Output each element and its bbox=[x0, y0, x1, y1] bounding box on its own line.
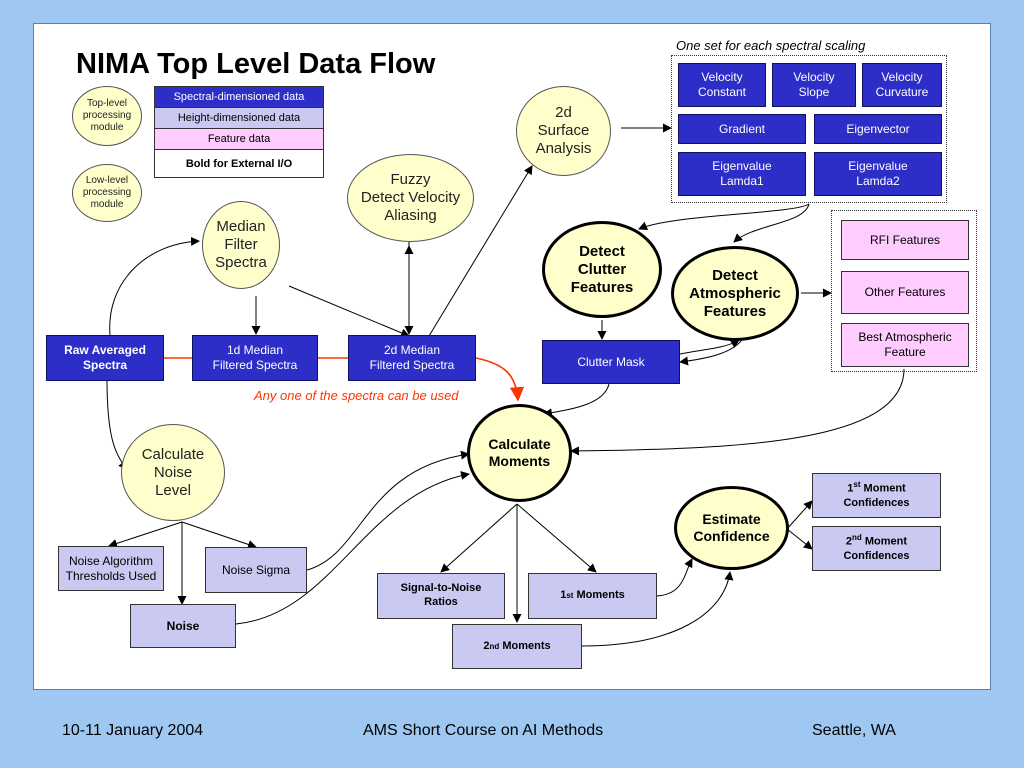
second-moment-confidences-text: 2nd Moment Confidences bbox=[843, 533, 909, 563]
legend-height-row: Height-dimensioned data bbox=[155, 108, 323, 129]
estimate-confidence-node: Estimate Confidence bbox=[674, 486, 789, 570]
arrow-set-to-clutter bbox=[638, 203, 810, 230]
arrow-atmos-to-mask bbox=[679, 336, 745, 366]
conf2-sup: nd bbox=[852, 533, 862, 543]
noise-sigma-box: Noise Sigma bbox=[205, 547, 307, 593]
fuzzy-detect-aliasing-node: Fuzzy Detect Velocity Aliasing bbox=[347, 154, 474, 242]
slide-panel: NIMA Top Level Data Flow bbox=[33, 23, 991, 690]
conf2-num: 2 bbox=[845, 536, 853, 549]
arrow-m2-to-confidence bbox=[581, 571, 734, 647]
legend-feature-row: Feature data bbox=[155, 129, 323, 150]
arrow-noise-to-thresholds bbox=[108, 521, 183, 548]
legend-bold-row: Bold for External I/O bbox=[155, 150, 323, 177]
velocity-curvature-box: Velocity Curvature bbox=[862, 63, 942, 107]
arrow-set-to-atmos bbox=[733, 203, 810, 243]
arrow-mask-to-atmos bbox=[679, 339, 740, 355]
arrow-confidence-to-conf1 bbox=[786, 500, 813, 530]
spectral-set-caption: One set for each spectral scaling bbox=[676, 38, 866, 53]
gradient-box: Gradient bbox=[678, 114, 806, 144]
other-features-box: Other Features bbox=[841, 271, 969, 314]
calculate-moments-node: Calculate Moments bbox=[467, 404, 572, 502]
arrow-m1-to-confidence bbox=[656, 558, 693, 597]
legend-low-level-circle: Low-level processing module bbox=[72, 164, 142, 222]
arrow-moments-to-m1 bbox=[516, 503, 597, 573]
clutter-mask-box: Clutter Mask bbox=[542, 340, 680, 384]
conf1-label: Moment Confidences bbox=[843, 483, 910, 509]
eigenvalue-lamda2-box: Eigenvalue Lamda2 bbox=[814, 152, 942, 196]
spectra-annotation: Any one of the spectra can be used bbox=[254, 388, 459, 403]
arrow-feature-to-moments bbox=[570, 368, 905, 456]
calculate-noise-node: Calculate Noise Level bbox=[121, 424, 225, 521]
eigenvalue-lamda1-box: Eigenvalue Lamda1 bbox=[678, 152, 806, 196]
arrow-mask-to-moments bbox=[543, 383, 610, 418]
first-moments-label: Moments bbox=[573, 589, 625, 602]
rfi-features-box: RFI Features bbox=[841, 220, 969, 260]
median-filter-spectra-node: Median Filter Spectra bbox=[202, 201, 280, 289]
eigenvector-box: Eigenvector bbox=[814, 114, 942, 144]
median-1d-spectra-box: 1d Median Filtered Spectra bbox=[192, 335, 318, 381]
legend-spectral-row: Spectral-dimensioned data bbox=[155, 87, 323, 108]
footer-location: Seattle, WA bbox=[812, 722, 896, 739]
conf1-num: 1 bbox=[847, 483, 854, 496]
features-group: RFI Features Other Features Best Atmosph… bbox=[831, 210, 977, 372]
connector-layer bbox=[106, 123, 905, 647]
arrow-noise-box-to-moments bbox=[235, 471, 470, 625]
median-2d-spectra-box: 2d Median Filtered Spectra bbox=[348, 335, 476, 381]
best-atmospheric-feature-box: Best Atmospheric Feature bbox=[841, 323, 969, 367]
conf2-label: Moment Confidences bbox=[843, 536, 910, 562]
footer-course: AMS Short Course on AI Methods bbox=[363, 722, 604, 739]
first-moments-num: 1 bbox=[560, 589, 567, 602]
first-moment-confidences-text: 1st Moment Confidences bbox=[843, 480, 909, 510]
arrow-noise-to-sigma bbox=[181, 521, 257, 549]
conf1-sup: st bbox=[853, 480, 861, 490]
red-arrow-to-moments bbox=[475, 357, 525, 402]
noise-box: Noise bbox=[130, 604, 236, 648]
first-moments-sup: st bbox=[566, 591, 574, 600]
raw-averaged-spectra-box: Raw Averaged Spectra bbox=[46, 335, 164, 381]
arrow-moments-to-snr bbox=[440, 503, 518, 573]
second-moments-sup: nd bbox=[489, 641, 500, 651]
first-moment-confidences-box: 1st Moment Confidences bbox=[812, 473, 941, 518]
velocity-constant-box: Velocity Constant bbox=[678, 63, 766, 107]
arrow-raw-to-median-filter bbox=[109, 236, 200, 336]
spectral-set-group: Velocity Constant Velocity Slope Velocit… bbox=[671, 55, 947, 203]
surface-analysis-node: 2d Surface Analysis bbox=[516, 86, 611, 176]
second-moments-label: Moments bbox=[499, 639, 551, 652]
velocity-slope-box: Velocity Slope bbox=[772, 63, 856, 107]
page-title: NIMA Top Level Data Flow bbox=[76, 48, 436, 80]
arrow-confidence-to-conf2 bbox=[786, 528, 813, 550]
second-moment-confidences-box: 2nd Moment Confidences bbox=[812, 526, 941, 571]
arrow-2d-to-surface bbox=[428, 165, 533, 337]
second-moments-num: 2 bbox=[483, 639, 490, 652]
arrow-median-filter-to-2d bbox=[288, 285, 410, 338]
legend-table: Spectral-dimensioned data Height-dimensi… bbox=[154, 86, 324, 178]
footer-date: 10-11 January 2004 bbox=[62, 722, 204, 739]
detect-atmospheric-node: Detect Atmospheric Features bbox=[671, 246, 799, 341]
detect-clutter-node: Detect Clutter Features bbox=[542, 221, 662, 318]
legend-top-level-circle: Top-level processing module bbox=[72, 86, 142, 146]
arrow-sigma-to-moments bbox=[306, 450, 470, 571]
snr-box: Signal-to-Noise Ratios bbox=[377, 573, 505, 619]
noise-thresholds-box: Noise Algorithm Thresholds Used bbox=[58, 546, 164, 591]
